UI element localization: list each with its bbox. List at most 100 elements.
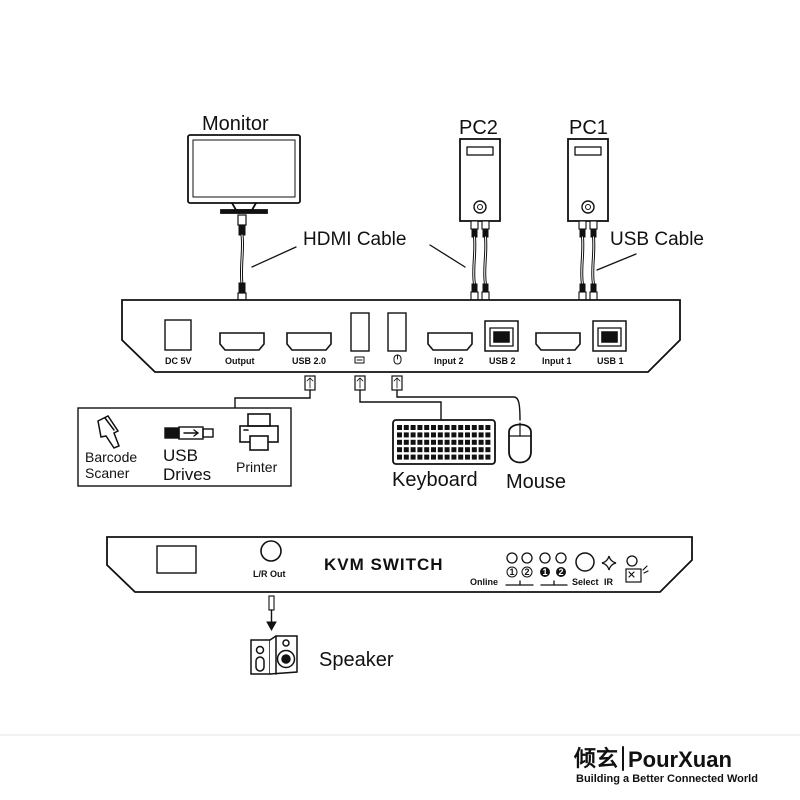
keyboard-key (444, 447, 450, 453)
usb-cable-label: USB Cable (610, 229, 704, 250)
keyboard-key (424, 425, 430, 430)
keyboard-key (451, 439, 457, 445)
remote-control-icon (625, 565, 649, 583)
keyboard-key (458, 447, 464, 453)
monitor-label: Monitor (202, 113, 269, 135)
output-hdmi-port[interactable] (219, 332, 265, 351)
keyboard-key (478, 439, 484, 445)
pc1-cables (578, 220, 598, 301)
online-led-2 (521, 552, 533, 564)
keyboard-key (397, 439, 402, 445)
cable-leader-lines (251, 244, 637, 271)
keyboard-key (465, 439, 470, 445)
kvm-front-panel (106, 536, 693, 593)
peripheral-wiring (234, 389, 521, 421)
keyboard-icon (392, 419, 496, 465)
keyboard-key (451, 432, 457, 438)
ir-label: IR (604, 577, 614, 587)
keyboard-key (465, 425, 470, 430)
keyboard-usb-port[interactable] (350, 312, 370, 352)
monitor-icon (187, 134, 301, 214)
mouse-icon (508, 422, 532, 464)
keyboard-key (485, 454, 491, 460)
keyboard-key (465, 447, 470, 453)
keyboard-key (417, 447, 423, 453)
usb-drive-icon (164, 426, 214, 440)
keyboard-key (431, 454, 436, 460)
keyboard-key (458, 454, 464, 460)
keyboard-key (410, 439, 416, 445)
usb-drives-label-line2: Drives (163, 465, 211, 484)
select-led-1 (539, 552, 551, 564)
keyboard-key (437, 439, 443, 445)
usb2-b-port[interactable] (484, 320, 519, 352)
printer-label: Printer (236, 459, 278, 475)
brand-tagline: Building a Better Connected World (576, 773, 758, 785)
keyboard-key (458, 425, 464, 430)
keyboard-key (478, 454, 484, 460)
keyboard-key (424, 447, 430, 453)
usb-plug-symbol-icons (306, 377, 401, 389)
usb1-b-port[interactable] (592, 320, 627, 352)
status-led (626, 555, 638, 567)
input1-hdmi-port[interactable] (535, 332, 581, 351)
keyboard-key (478, 432, 484, 438)
keyboard-key (397, 432, 402, 438)
keyboard-key (471, 425, 477, 430)
select-num-1: 1 (543, 567, 548, 577)
front-display-window (156, 545, 197, 574)
keyboard-key (437, 432, 443, 438)
keyboard-key (410, 454, 416, 460)
pc1-label: PC1 (569, 117, 608, 139)
keyboard-key (444, 439, 450, 445)
number-badges (506, 566, 566, 578)
keyboard-key (437, 447, 443, 453)
speaker-icon (250, 635, 298, 675)
keyboard-key (410, 447, 416, 453)
keyboard-key (417, 432, 423, 438)
keyboard-key (403, 447, 409, 453)
usb20-port[interactable] (286, 332, 332, 351)
keyboard-key (424, 432, 430, 438)
barcode-scanner-icon (97, 415, 120, 449)
pc2-label: PC2 (459, 117, 498, 139)
keyboard-key (478, 447, 484, 453)
usb-drives-label-line1: USB (163, 446, 198, 465)
online-led-1 (506, 552, 518, 564)
monitor-hdmi-cable (237, 214, 247, 301)
keyboard-key (485, 432, 491, 438)
speaker-label: Speaker (319, 649, 394, 671)
keyboard-key (410, 432, 416, 438)
dc-port[interactable] (164, 319, 192, 351)
keyboard-key (465, 432, 470, 438)
keyboard-key (485, 425, 491, 430)
brand-chinese-name: 倾玄 (573, 746, 618, 771)
keyboard-key (424, 454, 430, 460)
online-num-1: 1 (510, 567, 515, 577)
select-button[interactable] (575, 552, 595, 572)
kvm-switch-title: KVM SWITCH (324, 555, 444, 574)
keyboard-key (451, 447, 457, 453)
keyboard-key (471, 454, 477, 460)
keyboard-key (444, 425, 450, 430)
keyboard-key (437, 425, 443, 430)
keyboard-key (478, 425, 484, 430)
keyboard-key (397, 454, 402, 460)
select-label: Select (572, 577, 599, 587)
keyboard-key (397, 425, 402, 430)
front-panel-indicators (505, 552, 638, 586)
select-led-2 (555, 552, 567, 564)
audio-cable (266, 595, 277, 632)
output-port-label: Output (225, 356, 255, 366)
input1-port-label: Input 1 (542, 356, 572, 366)
pc2-tower-icon (459, 138, 501, 222)
usb1-port-label: USB 1 (597, 356, 624, 366)
mouse-usb-port[interactable] (387, 312, 407, 352)
audio-jack-port[interactable] (260, 540, 282, 562)
dc-port-label: DC 5V (165, 356, 192, 366)
keyboard-key (431, 439, 436, 445)
barcode-scanner-label-line2: Scaner (85, 465, 130, 481)
input2-hdmi-port[interactable] (427, 332, 473, 351)
lr-out-label: L/R Out (253, 569, 286, 579)
